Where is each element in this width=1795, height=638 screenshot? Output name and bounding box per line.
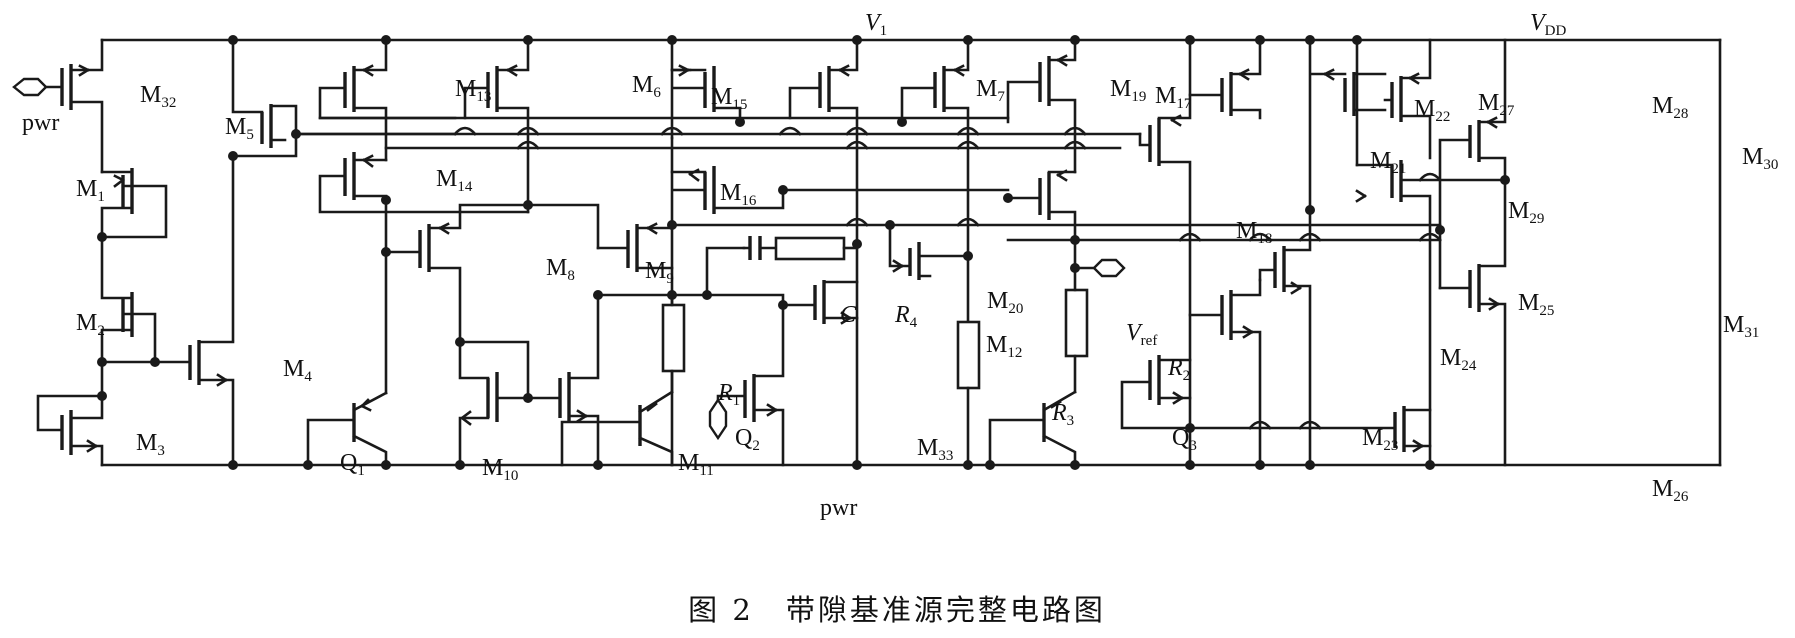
label-m29: M29 (1508, 198, 1544, 227)
right-comparator (1120, 38, 1507, 467)
vref-branch (294, 38, 1442, 467)
label-r2: R2 (1167, 355, 1190, 384)
label-vdd: VDD (1530, 10, 1567, 39)
label-r3: R3 (1051, 400, 1074, 429)
label-r1: R1 (717, 380, 740, 409)
label-r4: R4 (894, 302, 918, 331)
label-m22: M22 (1414, 96, 1450, 125)
label-m8: M8 (546, 255, 575, 284)
output-branch-mid (708, 38, 859, 467)
label-m18: M18 (1236, 218, 1272, 247)
label-m16: M16 (720, 180, 757, 209)
label-pwr-bottom: pwr (820, 495, 857, 521)
label-vref: Vref (1126, 320, 1157, 349)
label-m17: M17 (1155, 83, 1192, 112)
label-m11: M11 (678, 450, 714, 479)
core-branch (458, 38, 1010, 467)
label-m19: M19 (1110, 76, 1146, 105)
label-m26: M26 (1652, 476, 1689, 505)
label-m25: M25 (1518, 290, 1554, 319)
label-q2: Q2 (735, 425, 760, 454)
wire-crossover-hops (453, 126, 1442, 430)
label-m13: M13 (455, 76, 491, 105)
label-m1: M1 (76, 176, 105, 205)
label-m12: M12 (986, 332, 1022, 361)
label-m14: M14 (436, 166, 473, 195)
left-bias-chain (12, 38, 457, 467)
label-c: C (840, 302, 857, 328)
label-v1: V1 (865, 10, 887, 39)
label-m3: M3 (136, 430, 165, 459)
label-m2: M2 (76, 310, 105, 339)
figure-caption: 图 2 带隙基准源完整电路图 (688, 593, 1106, 627)
label-m6: M6 (632, 72, 661, 101)
label-q3: Q3 (1172, 425, 1197, 454)
label-m9: M9 (645, 258, 674, 287)
label-m5: M5 (225, 114, 254, 143)
label-m31: M31 (1723, 312, 1759, 341)
label-pwr-left: pwr (22, 110, 59, 136)
label-m21: M21 (1370, 148, 1406, 177)
q1-mirror-branch (306, 38, 600, 467)
label-m15: M15 (711, 84, 747, 113)
label-m10: M10 (482, 455, 518, 484)
label-m23: M23 (1362, 425, 1398, 454)
label-m4: M4 (283, 356, 312, 385)
label-m24: M24 (1440, 345, 1477, 374)
label-m27: M27 (1478, 90, 1515, 119)
label-m32: M32 (140, 82, 176, 111)
label-m7: M7 (976, 76, 1005, 105)
component-labels: V1 VDD Vref pwr pwr C R1 R2 R3 R4 Q1 Q2 … (22, 10, 1567, 521)
label-m28: M28 (1652, 93, 1688, 122)
label-m33: M33 (917, 435, 953, 464)
label-m20: M20 (987, 288, 1023, 317)
junction-dots (97, 35, 1510, 470)
label-q1: Q1 (340, 450, 365, 479)
label-m30: M30 (1742, 144, 1778, 173)
ground-rail (100, 38, 1722, 467)
